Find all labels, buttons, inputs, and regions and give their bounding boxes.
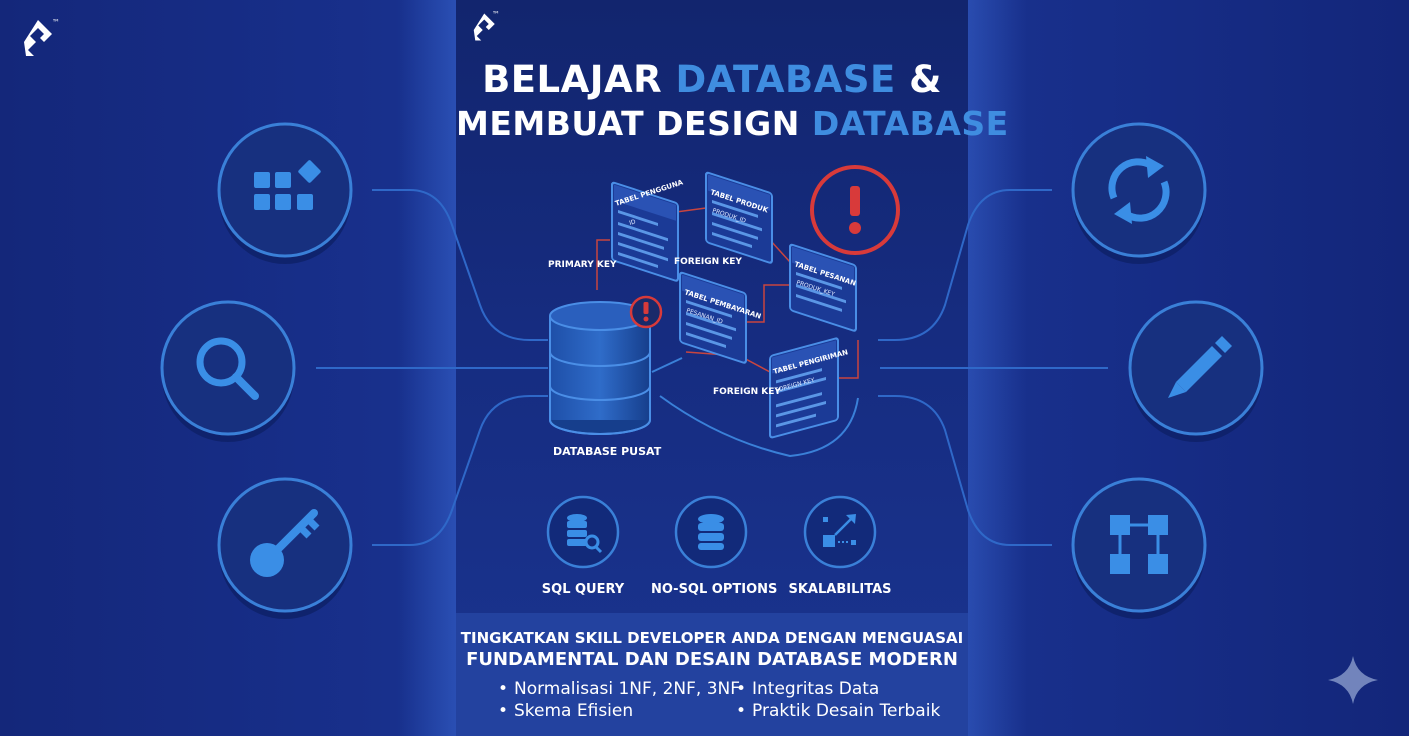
trademark-left: ™ — [52, 18, 60, 27]
sync-icon — [1108, 158, 1170, 222]
central-database-label: DATABASE PUSAT — [553, 445, 662, 458]
page-title-line-1: BELAJAR DATABASE & — [482, 58, 942, 101]
relation-line — [838, 340, 859, 379]
brand-logo-left — [22, 18, 56, 58]
database-stack-icon — [698, 514, 724, 550]
bullet-item: Integritas Data — [736, 679, 879, 699]
feature-label: SQL QUERY — [541, 582, 625, 597]
page-title-line-2: MEMBUAT DESIGN DATABASE — [456, 104, 1009, 143]
relation-line — [746, 284, 792, 323]
feature-nosql-options — [674, 495, 748, 569]
brand-logo-center — [472, 12, 498, 42]
bullet-item: Praktik Desain Terbaik — [736, 701, 940, 721]
key-icon — [250, 509, 320, 577]
apps-grid-circle — [217, 122, 353, 264]
left-connectors — [316, 189, 548, 546]
relation-line — [596, 239, 610, 290]
feature-sql-query — [546, 495, 620, 569]
connector-line — [372, 189, 548, 341]
trademark-center: ™ — [492, 10, 500, 19]
warning-icon-small — [629, 295, 663, 329]
brand-logo-icon — [24, 20, 52, 56]
pencil-icon — [1168, 336, 1232, 398]
bullet-item: Normalisasi 1NF, 2NF, 3NF — [498, 679, 740, 699]
apps-grid-icon — [254, 160, 321, 210]
subtitle-line-2: FUNDAMENTAL DAN DESAIN DATABASE MODERN — [466, 649, 958, 670]
sparkle-icon — [1328, 656, 1378, 704]
table-card-pesanan — [789, 243, 857, 332]
search-circle — [160, 300, 296, 442]
key-circle — [217, 477, 353, 619]
feature-skalabilitas — [803, 495, 877, 569]
subtitle-line-1: TINGKATKAN SKILL DEVELOPER ANDA DENGAN M… — [460, 629, 964, 647]
flow-arrows — [651, 357, 859, 458]
foreign-key-label: FOREIGN KEY — [713, 387, 781, 397]
database-search-icon — [567, 514, 603, 554]
connector-line — [878, 395, 1052, 546]
table-card-pembayaran — [679, 271, 747, 364]
primary-key-label: PRIMARY KEY — [548, 260, 617, 270]
table-card-pengiriman — [769, 337, 839, 439]
scale-nodes-icon — [823, 514, 856, 547]
hierarchy-circle — [1071, 477, 1207, 619]
central-database-icon — [549, 301, 651, 435]
hierarchy-icon — [1110, 515, 1168, 574]
search-icon — [196, 337, 259, 400]
table-field: ID — [628, 218, 637, 227]
right-connectors — [878, 189, 1108, 546]
warning-icon-large — [810, 165, 900, 255]
bullet-item: Skema Efisien — [498, 701, 633, 721]
relation-line — [675, 207, 707, 213]
sync-circle — [1071, 122, 1207, 264]
relation-line — [769, 239, 791, 263]
connector-line — [878, 189, 1052, 341]
flow-arrow — [659, 395, 859, 458]
connector-line — [372, 395, 548, 546]
brand-logo-icon — [473, 13, 495, 41]
feature-label: SKALABILITAS — [788, 582, 892, 597]
pencil-circle — [1128, 300, 1264, 442]
flow-arrow — [651, 357, 683, 373]
table-card-pengguna — [611, 181, 679, 282]
table-card-produk — [705, 171, 773, 264]
foreign-key-label: FOREIGN KEY — [674, 257, 742, 267]
feature-label: NO-SQL OPTIONS — [651, 582, 778, 597]
